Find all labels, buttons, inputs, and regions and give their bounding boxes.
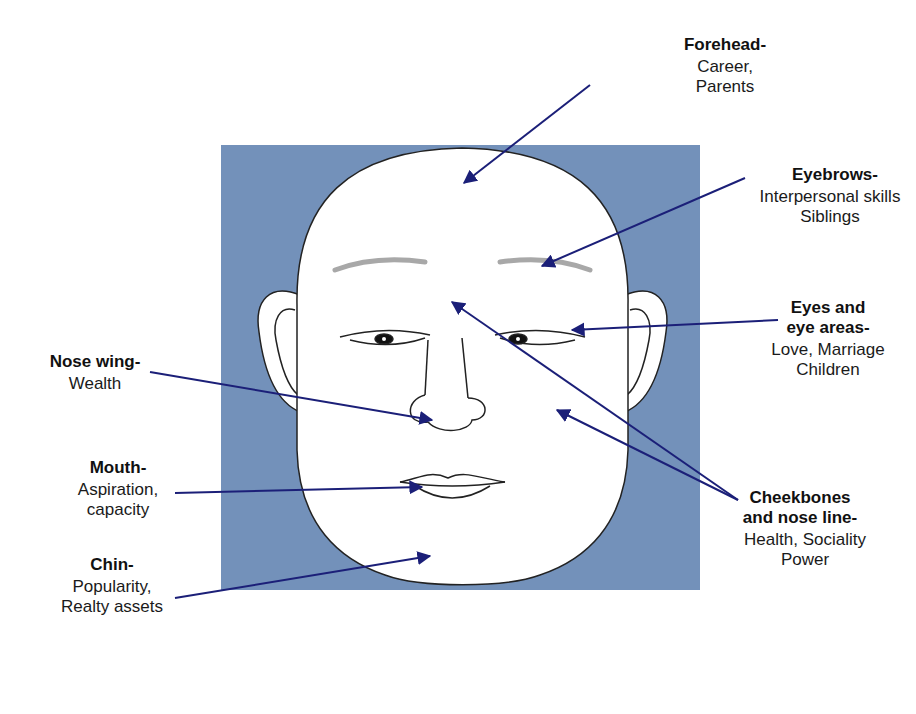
part-name: Eyebrows- <box>775 165 895 185</box>
part-name: Nose wing- <box>35 352 155 372</box>
background-square <box>221 145 700 590</box>
part-name: Mouth- <box>58 458 178 478</box>
part-name: Chin- <box>52 555 172 575</box>
leader-arrows <box>150 85 778 598</box>
part-name: Eyes and eye areas- <box>778 298 878 338</box>
meaning-text: Wealth <box>45 374 145 394</box>
part-name: Cheekbones and nose line- <box>738 488 863 528</box>
meaning-text: Interpersonal skills Siblings <box>750 187 910 227</box>
meaning-text: Career, Parents <box>680 57 770 97</box>
head-outline <box>297 148 628 585</box>
meaning-text: Aspiration, capacity <box>63 480 173 520</box>
part-name: Forehead- <box>665 35 785 55</box>
nose <box>410 338 485 430</box>
meaning-text: Health, Sociality Power <box>735 530 875 570</box>
meaning-text: Love, Marriage Children <box>758 340 898 380</box>
meaning-text: Popularity, Realty assets <box>54 577 170 617</box>
